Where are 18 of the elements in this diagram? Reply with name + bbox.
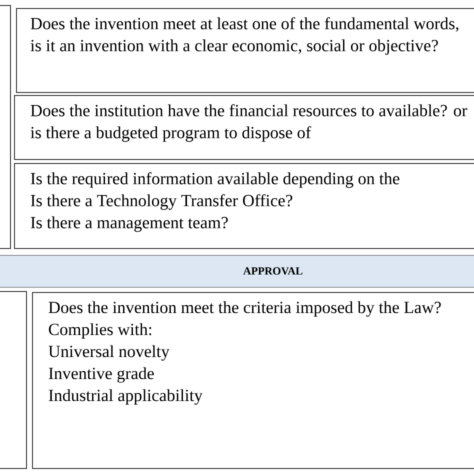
- question-text: Is the required information available depending on the: [30, 172, 400, 188]
- question-box: [14, 163, 474, 249]
- question-box: [14, 95, 474, 160]
- question-text: Complies with:: [48, 323, 152, 339]
- question-text: Is there a management team?: [30, 216, 228, 232]
- side-box: [0, 291, 27, 469]
- section-band: [0, 255, 474, 288]
- band-title: APPROVAL: [243, 267, 302, 275]
- question-text: Universal novelty: [48, 345, 170, 361]
- question-text: Is there a Technology Transfer Office?: [30, 194, 292, 210]
- question-text: Does the invention meet at least one of the fundamental words, is it an invention with a clear economic, social or objective?: [30, 17, 458, 55]
- question-text: Industrial applicability: [48, 389, 203, 405]
- question-box: [16, 8, 474, 93]
- question-text: Does the institution have the financial resources to available? or is there a budgeted program to dispose of: [30, 104, 468, 142]
- side-box: [0, 5, 11, 249]
- question-text: Does the invention meet the criteria imposed by the Law?: [48, 301, 441, 317]
- question-text: Inventive grade: [48, 367, 154, 383]
- question-box: [32, 292, 474, 469]
